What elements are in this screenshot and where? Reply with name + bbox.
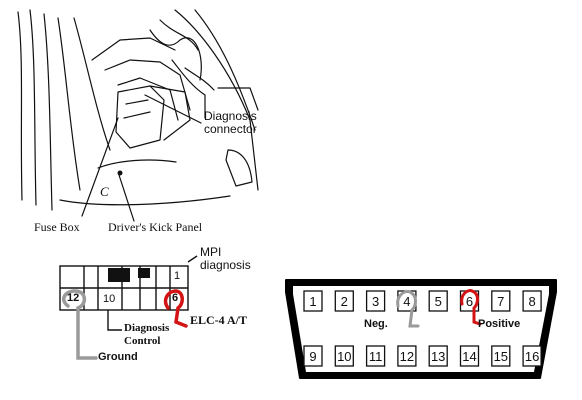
diagnosis-control-label: Diagnosis Control (124, 322, 170, 347)
obd-top-pin-box-2 (334, 290, 354, 312)
obd-top-pin-label-3: 3 (372, 294, 379, 309)
obd-top-pin-box-7 (491, 290, 511, 312)
obd-bottom-pin-label-10: 10 (337, 349, 351, 364)
mpi-pin-10: 10 (103, 293, 116, 305)
obd-positive-label: Positive (478, 318, 521, 330)
fuse-box-label: Fuse Box (34, 220, 80, 234)
mpi-pin-12: 12 (67, 292, 80, 304)
obd-bottom-pin-label-11: 11 (369, 349, 383, 364)
obd-inner-face (293, 286, 549, 372)
obd-bottom-pin-box-9 (303, 345, 323, 367)
kick-panel-label: Driver's Kick Panel (108, 220, 203, 234)
obd-bottom-pin-box-10 (334, 345, 354, 367)
obd-bottom-pin-label-9: 9 (309, 349, 316, 364)
elc-label: ELC-4 A/T (190, 313, 248, 327)
obd-top-pin-box-5 (428, 290, 448, 312)
obd-top-pin-box-8 (522, 290, 542, 312)
obd-top-pin-label-5: 5 (435, 294, 442, 309)
obd-top-pin-label-7: 7 (497, 294, 504, 309)
obd-bottom-pin-box-13 (428, 345, 448, 367)
obd-top-pin-label-6: 6 (466, 294, 473, 309)
mpi-pin-1: 1 (174, 270, 181, 282)
obd-top-pin-label-2: 2 (341, 294, 348, 309)
mpi-diagnosis-label: MPI diagnosis (200, 245, 251, 272)
obd-bottom-pin-box-15 (491, 345, 511, 367)
obd-top-pin-box-1 (303, 290, 323, 312)
mpi-pin-6: 6 (172, 292, 179, 304)
obd-top-pin-label-1: 1 (309, 294, 316, 309)
obd-bottom-pin-box-11 (365, 345, 386, 367)
obd-bottom-pin-box-16 (522, 345, 542, 367)
obd-bottom-pin-label-15: 15 (494, 349, 508, 364)
obd-top-pin-label-4: 4 (403, 294, 410, 309)
obd-bottom-pin-label-16: 16 (525, 349, 539, 364)
obd-bottom-pin-box-12 (397, 345, 417, 367)
diagnosis-connector-label: Diagnosis connector (204, 109, 257, 136)
obd-neg-label: Neg. (364, 318, 388, 330)
letter-c-label: C (100, 184, 109, 199)
obd-bottom-pin-label-13: 13 (431, 349, 445, 364)
obd-bottom-pin-label-14: 14 (462, 349, 476, 364)
obd-top-pin-label-8: 8 (528, 294, 535, 309)
obd-bottom-pin-box-14 (459, 345, 480, 367)
obd-bottom-pin-label-12: 12 (400, 349, 414, 364)
obd-top-pin-box-3 (365, 290, 386, 312)
ground-label: Ground (98, 351, 138, 363)
